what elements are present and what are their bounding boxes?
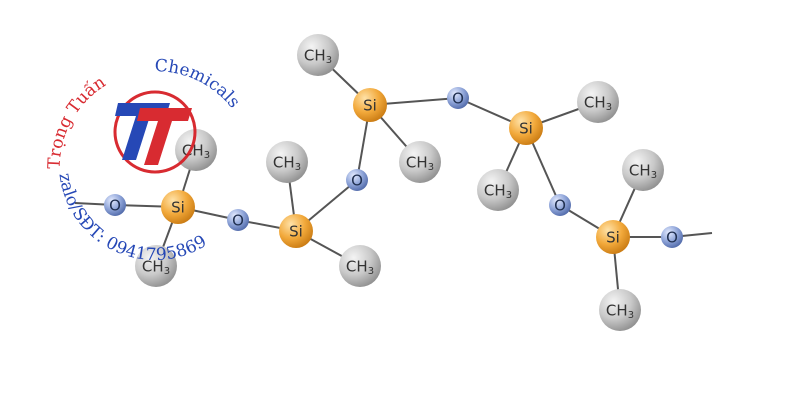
oxygen-atom-label: O [554,197,566,215]
atoms-layer: SiSiSiSiSiOOOOOOCH3CH3CH3CH3CH3CH3CH3CH3… [104,34,683,331]
methyl-group: CH3 [339,245,381,287]
silicon-atom: Si [161,190,195,224]
oxygen-atom: O [447,87,469,109]
silicon-atom: Si [509,111,543,145]
methyl-group-label: CH3 [346,258,374,278]
methyl-group: CH3 [622,149,664,191]
methyl-group-sphere [399,141,441,183]
oxygen-atom: O [227,209,249,231]
oxygen-atom-label: O [109,197,121,215]
oxygen-atom-sphere [104,194,126,216]
methyl-group-sphere [297,34,339,76]
methyl-group-sphere [477,169,519,211]
silicon-atom-sphere [596,220,630,254]
methyl-group: CH3 [399,141,441,183]
oxygen-atom-sphere [661,226,683,248]
silicon-atom-label: Si [171,199,185,217]
methyl-group: CH3 [135,245,177,287]
silicon-atom-label: Si [606,229,620,247]
oxygen-atom-label: O [232,212,244,230]
methyl-group-label: CH3 [406,154,434,174]
methyl-group: CH3 [599,289,641,331]
silicon-atom: Si [353,88,387,122]
methyl-group-sphere [599,289,641,331]
logo-ring [113,90,197,174]
methyl-group-label: CH3 [584,94,612,114]
methyl-group-label: CH3 [273,154,301,174]
oxygen-atom: O [661,226,683,248]
silicon-atom-sphere [509,111,543,145]
silicon-atom: Si [596,220,630,254]
methyl-group-label: CH3 [142,258,170,278]
methyl-group-label: CH3 [182,142,210,162]
silicon-atom-label: Si [519,120,533,138]
methyl-group-label: CH3 [629,162,657,182]
methyl-group: CH3 [577,81,619,123]
methyl-group-label: CH3 [304,47,332,67]
oxygen-atom-label: O [666,229,678,247]
silicon-atom-sphere [279,214,313,248]
silicon-atom-label: Si [363,97,377,115]
silicon-atom: Si [279,214,313,248]
watermark-arc-red: Trọng Tuấn [45,72,110,169]
methyl-group-sphere [577,81,619,123]
methyl-group-label: CH3 [606,302,634,322]
methyl-group: CH3 [297,34,339,76]
oxygen-atom: O [549,194,571,216]
methyl-group-sphere [339,245,381,287]
methyl-group-label: CH3 [484,182,512,202]
oxygen-atom-label: O [452,90,464,108]
oxygen-atom-sphere [447,87,469,109]
oxygen-atom-sphere [346,169,368,191]
methyl-group: CH3 [266,141,308,183]
methyl-group-sphere [622,149,664,191]
oxygen-atom-sphere [549,194,571,216]
logo-tt-icon [115,103,192,165]
silicon-atom-sphere [353,88,387,122]
methyl-group: CH3 [477,169,519,211]
methyl-group: CH3 [175,129,217,171]
methyl-group-sphere [266,141,308,183]
methyl-group-sphere [135,245,177,287]
silicon-atom-sphere [161,190,195,224]
silicon-atom-label: Si [289,223,303,241]
oxygen-atom-sphere [227,209,249,231]
oxygen-atom-label: O [351,172,363,190]
oxygen-atom: O [346,169,368,191]
oxygen-atom: O [104,194,126,216]
methyl-group-sphere [175,129,217,171]
